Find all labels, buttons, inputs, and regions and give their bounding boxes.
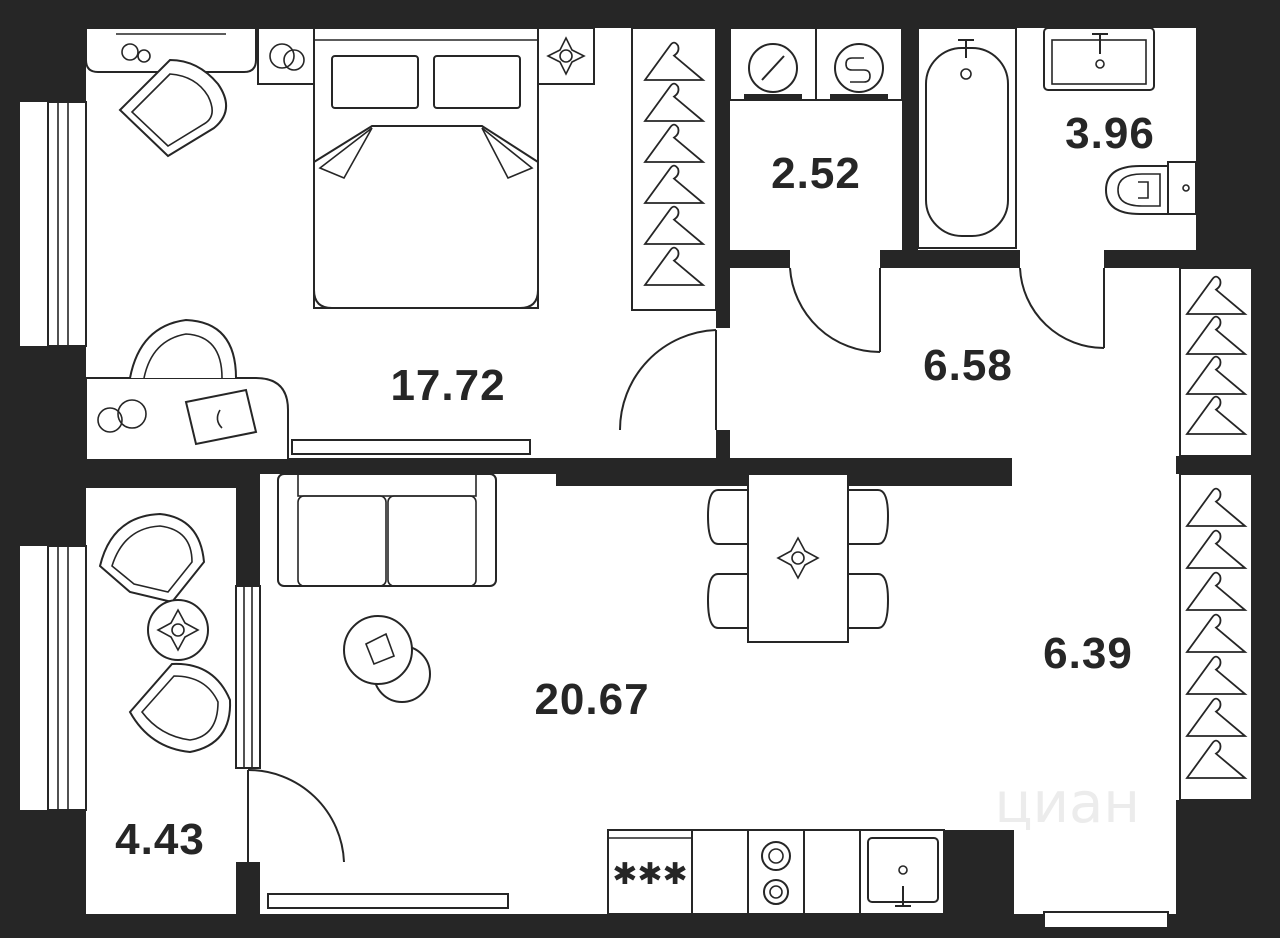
wall-left-pier-1 (0, 0, 86, 102)
corridor-wardrobe (1179, 267, 1253, 801)
sink-icon (867, 837, 939, 907)
wall-balcony-lower (236, 862, 260, 938)
area-label-bathroom: 3.96 (1065, 109, 1155, 158)
window-icon (47, 101, 1169, 929)
hanger-icon (1185, 655, 1248, 695)
wall-wardrobe-divider (1176, 456, 1252, 474)
area-label-balcony: 4.43 (115, 815, 205, 864)
wall-kitchen-end (944, 830, 1014, 938)
lamp-icon (269, 43, 305, 71)
hanger-icon (1185, 395, 1248, 435)
balcony (98, 512, 232, 754)
wall-bedroom-right (716, 28, 730, 328)
tv-console (291, 439, 531, 455)
wall-laundry-bottom-2 (880, 250, 1020, 268)
hanger-icon (1185, 487, 1248, 527)
area-label-living-kitchen: 20.67 (534, 675, 649, 724)
flower-icon (776, 536, 820, 580)
hanger-icon (643, 246, 706, 286)
hanger-icon (1185, 613, 1248, 653)
wall-top (0, 0, 1280, 28)
hanger-icon (1185, 697, 1248, 737)
laptop-icon (184, 388, 258, 446)
wall-right-lower (1176, 800, 1280, 938)
desk-top (85, 27, 257, 73)
wall-left-pier-2 (0, 346, 86, 546)
area-label-laundry: 2.52 (771, 149, 861, 198)
nightstand-left (257, 27, 315, 85)
sofa-icon (277, 473, 497, 587)
hanger-icon (1185, 571, 1248, 611)
bathtub-icon (917, 27, 1017, 249)
wall-laundry-bottom-1 (716, 250, 790, 268)
svg-text:✱✱✱: ✱✱✱ (612, 857, 687, 892)
hanger-icon (1185, 739, 1248, 779)
hanger-icon (1185, 355, 1248, 395)
living-console (267, 893, 509, 909)
flower-icon (156, 608, 200, 652)
wall-balcony-upper (236, 474, 260, 586)
hanger-icon (1185, 315, 1248, 355)
armchair-icon (128, 662, 232, 754)
door-swing-icon (247, 267, 1105, 863)
hanger-icon (643, 82, 706, 122)
lamp-icon (97, 399, 147, 433)
toilet-icon (1104, 161, 1197, 215)
laundry (729, 27, 903, 101)
armchair-icon (118, 58, 227, 158)
kitchen-counter (607, 829, 945, 915)
flower-icon (546, 36, 586, 76)
living-kitchen: ✱✱✱ (267, 473, 945, 915)
watermark-text: циан (995, 771, 1140, 836)
bedroom (85, 27, 717, 461)
cooktop-icon (761, 841, 791, 905)
coffee-table-icon (343, 615, 431, 703)
armchair-icon (98, 512, 206, 604)
balcony-table (147, 599, 209, 661)
hanger-icon (1185, 529, 1248, 569)
wall-left-outer-2 (0, 546, 20, 810)
sink-icon (1043, 27, 1155, 91)
bathroom (917, 27, 1197, 249)
area-labels: 17.72 2.52 3.96 6.58 6.39 20.67 4.43 (115, 109, 1155, 864)
wall-left-outer-1 (0, 102, 20, 346)
watermark: циан (995, 771, 1140, 836)
area-label-bedroom: 17.72 (390, 361, 505, 410)
wardrobe-hanger-icon (1185, 275, 1248, 779)
area-label-corridor: 6.39 (1043, 629, 1133, 678)
stove-icon: ✱✱✱ (612, 857, 687, 892)
hanger-icon (1185, 275, 1248, 315)
hanger-icon (643, 205, 706, 245)
wardrobe-hanger-icon (643, 41, 706, 286)
bed-icon (313, 27, 539, 309)
hanger-icon (643, 164, 706, 204)
wall-laundry-bath (902, 28, 918, 268)
wall-balcony-top (86, 474, 236, 488)
wall-bedroom-right-lower (716, 430, 730, 460)
hanger-icon (643, 123, 706, 163)
armchair-icon (129, 318, 237, 379)
wall-bath-bottom (1104, 250, 1196, 268)
wall-right-upper (1196, 0, 1280, 268)
lamp-icon (116, 33, 226, 63)
area-label-hallway: 6.58 (923, 341, 1013, 390)
chair-icon (706, 489, 890, 629)
dryer-icon (834, 43, 884, 93)
dining-table-icon (706, 473, 890, 643)
washing-machine-icon (748, 43, 798, 93)
hanger-icon (643, 41, 706, 81)
wardrobe (631, 27, 717, 311)
desk-bottom (85, 377, 289, 461)
